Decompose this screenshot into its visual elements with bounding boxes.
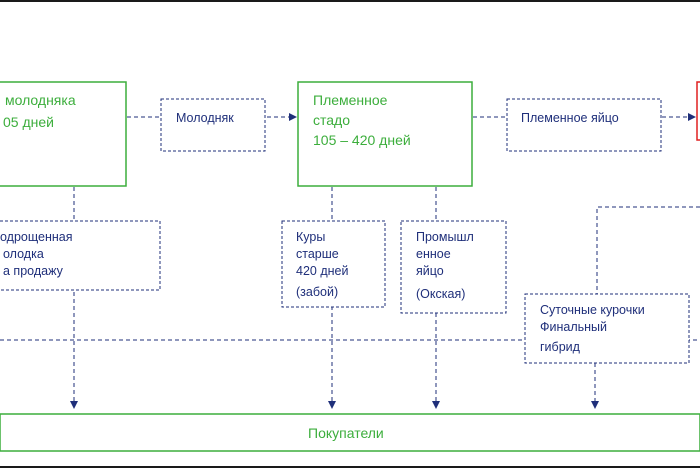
industrial-egg-line4: (Окская) — [416, 287, 465, 301]
hatchery-box-edge — [696, 81, 700, 141]
breeding-egg-label: Племенное яйцо — [521, 111, 619, 125]
breeding-flock-line2: стадо — [313, 112, 350, 128]
industrial-egg-line1: Промышл — [416, 230, 474, 244]
buyers-bar — [0, 413, 700, 452]
breeding-flock-box — [297, 81, 473, 187]
hens-line4: (забой) — [296, 285, 338, 299]
young-label-box — [160, 98, 266, 152]
pullets-line1: одрощенная — [0, 230, 73, 244]
day-old-chicks-line1: Суточные курочки — [540, 303, 645, 317]
day-old-chicks-line2: Финальный — [540, 320, 607, 334]
buyers-label: Покупатели — [308, 425, 384, 441]
breeding-egg-label-box — [506, 98, 662, 152]
pullets-line2: олодка — [3, 247, 44, 261]
young-label: Молодняк — [176, 111, 234, 125]
young-stock-line1: молодняка — [5, 92, 76, 108]
industrial-egg-box — [400, 220, 507, 314]
pullets-line3: а продажу — [3, 264, 64, 278]
industrial-egg-line3: яйцо — [416, 264, 444, 278]
day-old-chicks-box — [524, 293, 690, 364]
hens-line3: 420 дней — [296, 264, 348, 278]
pullets-box — [0, 220, 161, 291]
day-old-chicks-connector — [596, 206, 700, 294]
hens-box — [281, 220, 386, 308]
young-stock-line2: 05 дней — [3, 114, 54, 130]
hens-line1: Куры — [296, 230, 325, 244]
day-old-chicks-line3: гибрид — [540, 340, 581, 354]
hens-line2: старше — [296, 247, 339, 261]
industrial-egg-line2: енное — [416, 247, 451, 261]
breeding-flock-line3: 105 – 420 дней — [313, 132, 411, 148]
young-stock-box — [0, 81, 127, 187]
breeding-flock-line1: Племенное — [313, 92, 388, 108]
